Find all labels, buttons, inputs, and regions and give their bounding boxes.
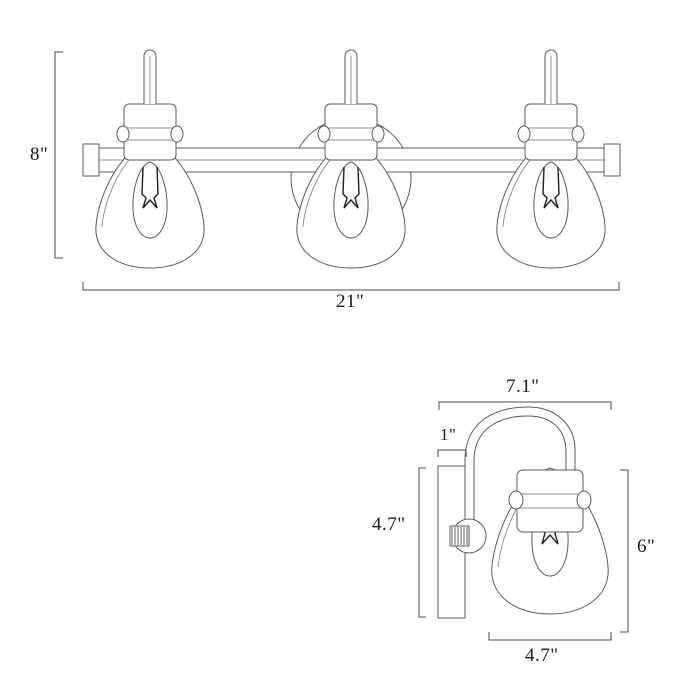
filament xyxy=(342,166,360,209)
knurl-hatching xyxy=(451,527,468,545)
dimension-label-height-6: 6" xyxy=(637,536,656,557)
light-assembly-left xyxy=(95,49,205,269)
light-assembly-right xyxy=(496,49,606,269)
bar-end-cap-right xyxy=(603,143,621,177)
dimension-height-8 xyxy=(54,51,63,259)
thumbscrew-left xyxy=(517,125,531,143)
dimension-label-projection-71: 7.1" xyxy=(506,376,540,397)
dimension-label-width-21: 21" xyxy=(336,291,365,312)
bar-end-cap-left xyxy=(82,143,100,177)
socket-body xyxy=(324,103,378,161)
filament xyxy=(542,166,560,209)
dimension-backplate-47 xyxy=(418,467,426,618)
dimension-label-backplate-47: 4.7" xyxy=(372,514,406,535)
front-view-group xyxy=(54,49,621,291)
thumbscrew-right xyxy=(371,125,385,143)
light-assembly-center xyxy=(296,49,406,269)
dimension-height-6 xyxy=(620,469,629,633)
dimension-label-height-8: 8" xyxy=(30,144,49,165)
dimension-depth-1 xyxy=(437,449,467,457)
side-view-group xyxy=(418,401,629,641)
dimension-shade-47 xyxy=(488,632,612,641)
socket-body xyxy=(123,103,177,161)
thumbscrew-right xyxy=(170,125,184,143)
filament xyxy=(141,166,159,209)
socket-body xyxy=(516,469,584,533)
thumbscrew-right xyxy=(576,490,592,510)
dimension-width-21 xyxy=(82,282,620,291)
thumbscrew-left xyxy=(116,125,130,143)
thumbscrew-right xyxy=(571,125,585,143)
dimension-label-shade-47: 4.7" xyxy=(525,645,559,666)
side-socket xyxy=(508,469,592,533)
socket-body xyxy=(524,103,578,161)
pivot-collar xyxy=(449,525,470,547)
thumbscrew-left xyxy=(317,125,331,143)
arm-pivot-knuckle xyxy=(449,518,487,554)
thumbscrew-left xyxy=(508,490,524,510)
gooseneck-arm xyxy=(464,406,576,530)
dimension-label-depth-1: 1" xyxy=(440,425,457,444)
dimension-projection-71 xyxy=(438,401,612,410)
